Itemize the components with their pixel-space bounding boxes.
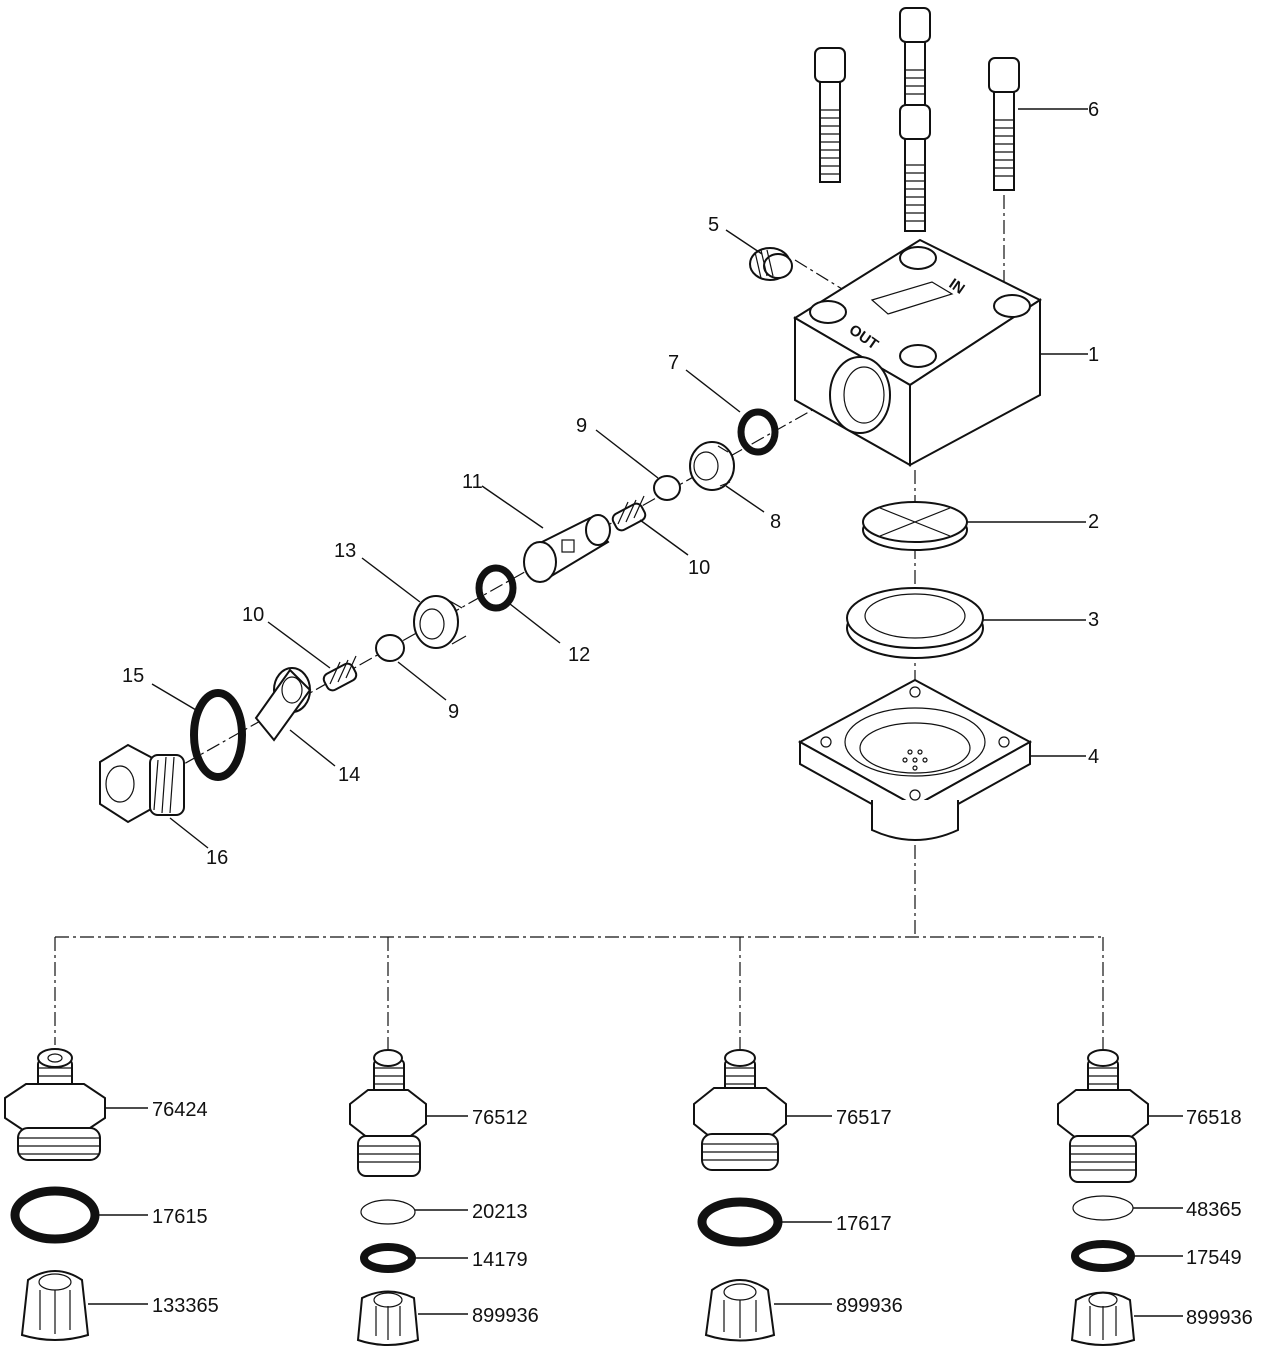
label-76512: 76512	[472, 1107, 528, 1129]
bolt-center-lower	[899, 104, 931, 232]
spring-10-upper	[611, 495, 647, 532]
strainer-899936-b	[704, 1279, 776, 1342]
variant-76517: 76517 17617 899936	[693, 1049, 903, 1342]
label-899936-a: 899936	[472, 1305, 539, 1327]
callout-16: 16	[206, 847, 228, 869]
callout-9-lower: 9	[448, 701, 459, 723]
fitting-76517	[693, 1049, 787, 1171]
strainer-899936-a	[356, 1290, 420, 1346]
label-17617: 17617	[836, 1213, 892, 1235]
fitting-76512	[349, 1049, 427, 1177]
strainer-899936-c	[1070, 1291, 1136, 1346]
callout-12: 12	[568, 644, 590, 666]
callout-numbers: 6 5 1 7 9 8 2 11 10 13 3 12 10 9 15 4 14…	[122, 99, 1099, 869]
manifold-block: IN OUT	[793, 238, 1043, 467]
fitting-76518	[1057, 1049, 1149, 1183]
callout-7: 7	[668, 352, 679, 374]
label-17615: 17615	[152, 1206, 208, 1228]
cage-11	[523, 514, 611, 583]
callout-leaders	[151, 108, 1088, 849]
callout-4: 4	[1088, 746, 1099, 768]
valve-14	[254, 667, 312, 742]
label-14179: 14179	[472, 1249, 528, 1271]
callout-10-upper: 10	[688, 557, 710, 579]
oring-15	[190, 689, 246, 781]
oring-12	[475, 564, 517, 612]
label-76518: 76518	[1186, 1107, 1242, 1129]
hex-plug-16	[99, 743, 185, 824]
diaphragm	[846, 587, 984, 659]
label-76424: 76424	[152, 1099, 208, 1121]
backup-ring-48365	[1072, 1195, 1134, 1221]
label-899936-b: 899936	[836, 1295, 903, 1317]
variant-76424: 76424 17615 133365	[4, 1048, 219, 1341]
check-disc	[862, 501, 968, 551]
oring-17617	[697, 1197, 783, 1247]
bolt-right	[988, 57, 1020, 191]
variant-76518: 76518 48365 17549 899936	[1057, 1049, 1253, 1346]
label-48365: 48365	[1186, 1199, 1242, 1221]
label-17549: 17549	[1186, 1247, 1242, 1269]
callout-8: 8	[770, 511, 781, 533]
washer-9-upper	[653, 475, 681, 501]
washer-9-lower	[375, 634, 405, 662]
base-housing	[797, 678, 1033, 841]
callout-14: 14	[338, 764, 360, 786]
label-133365: 133365	[152, 1295, 219, 1317]
spring-10-lower	[322, 655, 358, 692]
callout-2: 2	[1088, 511, 1099, 533]
cap-screw-bolts	[814, 7, 1020, 232]
callout-13: 13	[334, 540, 356, 562]
callout-6: 6	[1088, 99, 1099, 121]
label-20213: 20213	[472, 1201, 528, 1223]
callout-15: 15	[122, 665, 144, 687]
label-76517: 76517	[836, 1107, 892, 1129]
callout-10-lower: 10	[242, 604, 264, 626]
fitting-76424	[4, 1048, 106, 1161]
valve-seat-13	[413, 595, 467, 649]
callout-9-upper: 9	[576, 415, 587, 437]
oring-7	[737, 408, 779, 456]
bolt-center-top	[899, 7, 931, 113]
oring-14179	[360, 1243, 416, 1273]
callout-5: 5	[708, 214, 719, 236]
valve-stack	[99, 408, 779, 824]
callout-3: 3	[1088, 609, 1099, 631]
strainer-133365	[20, 1270, 90, 1341]
callout-1: 1	[1088, 344, 1099, 366]
label-899936-c: 899936	[1186, 1307, 1253, 1329]
callout-11: 11	[462, 471, 483, 493]
valve-seat-8	[689, 441, 735, 491]
pipe-plug	[749, 247, 793, 281]
variant-76512: 76512 20213 14179 899936	[349, 1049, 539, 1346]
oring-17615	[10, 1186, 100, 1244]
bolt-left	[814, 47, 846, 183]
oring-17549	[1071, 1240, 1135, 1272]
backup-ring-20213	[360, 1199, 416, 1225]
